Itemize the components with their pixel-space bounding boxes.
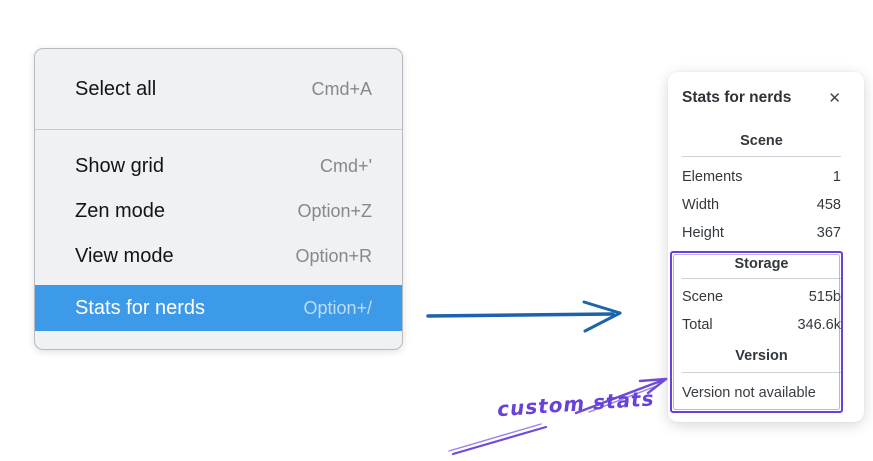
stats-panel-title: Stats for nerds <box>682 89 792 106</box>
stat-label: Elements <box>682 169 743 185</box>
menu-item-shortcut: Cmd+' <box>320 156 372 176</box>
menu-item-select-all[interactable]: Select all Cmd+A <box>35 63 402 115</box>
stats-panel-header: Stats for nerds ✕ <box>682 88 841 108</box>
menu-item-label: Select all <box>75 77 157 100</box>
menu-group: Show grid Cmd+' Zen mode Option+Z View m… <box>35 144 402 331</box>
divider <box>682 156 841 157</box>
close-icon[interactable]: ✕ <box>828 88 841 107</box>
menu-item-show-grid[interactable]: Show grid Cmd+' <box>35 144 402 189</box>
stat-row-width: Width 458 <box>682 191 841 219</box>
blue-arrow <box>426 300 622 333</box>
menu-separator <box>35 129 402 130</box>
custom-stats-annotation: custom stats <box>496 386 656 422</box>
menu-item-shortcut: Option+/ <box>303 297 372 318</box>
menu-item-zen-mode[interactable]: Zen mode Option+Z <box>35 189 402 234</box>
stat-row-height: Height 367 <box>682 219 841 247</box>
section-title-version: Version <box>735 348 788 364</box>
stat-value: 346.6k <box>797 317 841 333</box>
menu-item-view-mode[interactable]: View mode Option+R <box>35 234 402 279</box>
stat-label: Width <box>682 197 720 213</box>
stat-value: 458 <box>816 197 841 213</box>
menu-item-stats-for-nerds[interactable]: Stats for nerds Option+/ <box>35 285 402 331</box>
stats-panel: Stats for nerds ✕ Scene Elements 1 Width… <box>668 72 864 422</box>
stat-value: 515b <box>808 289 841 305</box>
menu-item-label: Zen mode <box>75 200 166 222</box>
section-title-scene: Scene <box>740 133 783 149</box>
menu-item-shortcut: Cmd+A <box>311 78 372 99</box>
stat-value: 1 <box>832 169 841 185</box>
menu-item-label: Show grid <box>75 155 164 177</box>
scene-rows: Elements 1 Width 458 Height 367 <box>682 163 841 247</box>
divider <box>682 372 841 373</box>
section-title-storage: Storage <box>734 256 789 272</box>
menu-item-label: View mode <box>75 245 174 267</box>
context-menu: Select all Cmd+A Show grid Cmd+' Zen mod… <box>34 48 403 350</box>
stat-row-total-storage: Total 346.6k <box>682 311 841 339</box>
divider <box>682 278 841 279</box>
stat-row-elements: Elements 1 <box>682 163 841 191</box>
menu-item-label: Stats for nerds <box>75 296 206 319</box>
menu-item-shortcut: Option+R <box>295 246 372 266</box>
stat-value: 367 <box>816 225 841 241</box>
storage-rows: Scene 515b Total 346.6k <box>682 283 841 339</box>
stat-label: Scene <box>682 289 724 305</box>
stat-row-scene-storage: Scene 515b <box>682 283 841 311</box>
version-note: Version not available <box>682 385 816 401</box>
stat-label: Height <box>682 225 724 241</box>
stat-label: Total <box>682 317 713 333</box>
menu-item-shortcut: Option+Z <box>297 201 372 221</box>
